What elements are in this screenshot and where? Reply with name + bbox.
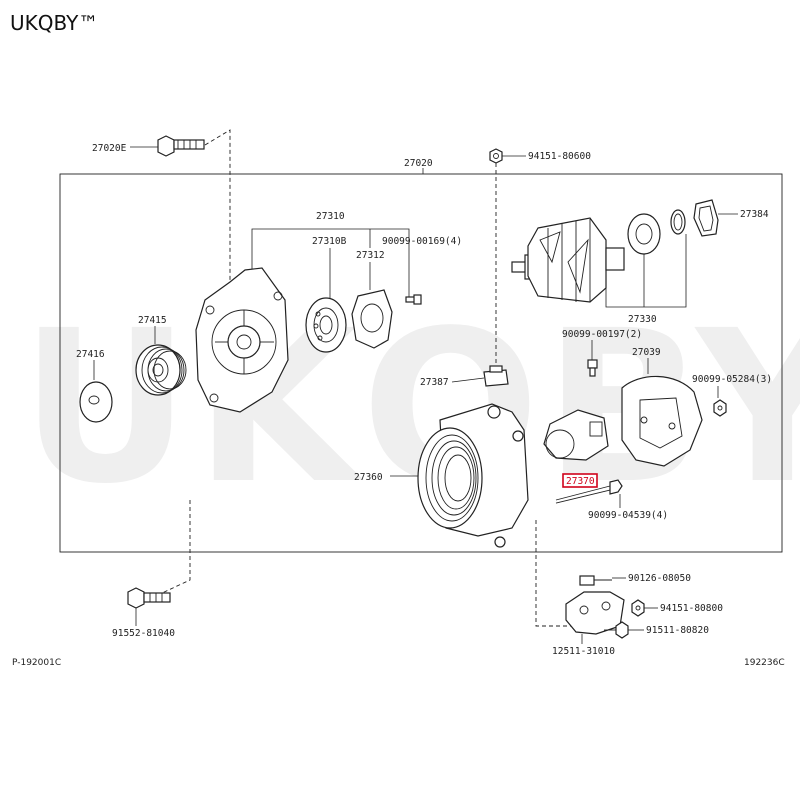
screw-90099-00197-icon[interactable] (587, 359, 598, 377)
label-27387: 27387 (420, 377, 449, 388)
label-94151-80800: 94151-80800 (660, 603, 723, 614)
retainer-plate-27312-icon[interactable] (351, 289, 393, 349)
label-27312: 27312 (356, 250, 385, 261)
label-27384: 27384 (740, 209, 769, 220)
label-90126-08050: 90126-08050 (628, 573, 691, 584)
stator-27360-icon[interactable] (417, 403, 529, 548)
footer-right-code: 192236C (744, 658, 785, 668)
assembly-frame (59, 173, 783, 553)
label-91511-80820: 91511-80820 (646, 625, 709, 636)
label-27330: 27330 (628, 314, 657, 325)
label-27416: 27416 (76, 349, 105, 360)
assembly-line-27020e (204, 129, 231, 290)
label-27020e: 27020E (92, 143, 127, 154)
bracket-12511-31010-icon[interactable] (565, 591, 625, 635)
label-90099-04539: 90099-04539(4) (588, 510, 668, 521)
label-27310: 27310 (316, 211, 345, 222)
insulator-27384-icon[interactable] (693, 199, 719, 237)
bolt-27020e-icon[interactable] (157, 135, 205, 157)
assembly-line-91552 (159, 500, 191, 595)
assembly-line-bracket (535, 520, 572, 627)
bearing-27310b-icon[interactable] (305, 297, 347, 353)
label-91552-81040: 91552-81040 (112, 628, 175, 639)
nut-90099-05284-icon[interactable] (713, 399, 727, 417)
label-90099-00169: 90099-00169(4) (382, 236, 462, 247)
nut-94151-80800-icon[interactable] (631, 599, 645, 617)
drive-end-frame-icon[interactable] (195, 267, 289, 413)
footer-left-code: P-192001C (12, 658, 61, 668)
rear-cover-27039-icon[interactable] (621, 375, 703, 467)
rotor-ring-icon[interactable] (670, 209, 686, 235)
label-12511-31010: 12511-31010 (552, 646, 615, 657)
label-94151-80600: 94151-80600 (528, 151, 591, 162)
brand-logo: UKQBY™ (10, 11, 98, 35)
pulley-27415-icon[interactable] (135, 344, 187, 396)
label-27360: 27360 (354, 472, 383, 483)
label-27020: 27020 (404, 158, 433, 169)
label-27370-highlight[interactable] (562, 473, 598, 488)
rotor-27330-icon[interactable] (511, 217, 625, 303)
leader-27310 (251, 228, 410, 300)
label-27039: 27039 (632, 347, 661, 358)
nut-94151-80600-icon[interactable] (489, 148, 503, 164)
label-27415: 27415 (138, 315, 167, 326)
leader-27387 (451, 377, 485, 383)
leader-27330 (605, 234, 687, 308)
label-90099-00197: 90099-00197(2) (562, 329, 642, 340)
bolt-91511-80820-icon[interactable] (604, 621, 629, 639)
bolt-91552-81040-icon[interactable] (127, 587, 171, 609)
stud-90126-08050-icon[interactable] (579, 575, 612, 586)
screw-90099-00169-icon[interactable] (405, 294, 422, 305)
label-90099-05284: 90099-05284(3) (692, 374, 772, 385)
terminal-insulator-27387-icon[interactable] (483, 365, 509, 387)
bolt-90099-04539-icon[interactable] (555, 479, 623, 504)
pulley-cap-27416-icon[interactable] (79, 381, 113, 423)
rotor-bearing-icon[interactable] (627, 213, 661, 255)
label-27310b: 27310B (312, 236, 347, 247)
brush-holder-icon[interactable] (543, 409, 609, 461)
label-27370[interactable]: 27370 (566, 476, 595, 487)
